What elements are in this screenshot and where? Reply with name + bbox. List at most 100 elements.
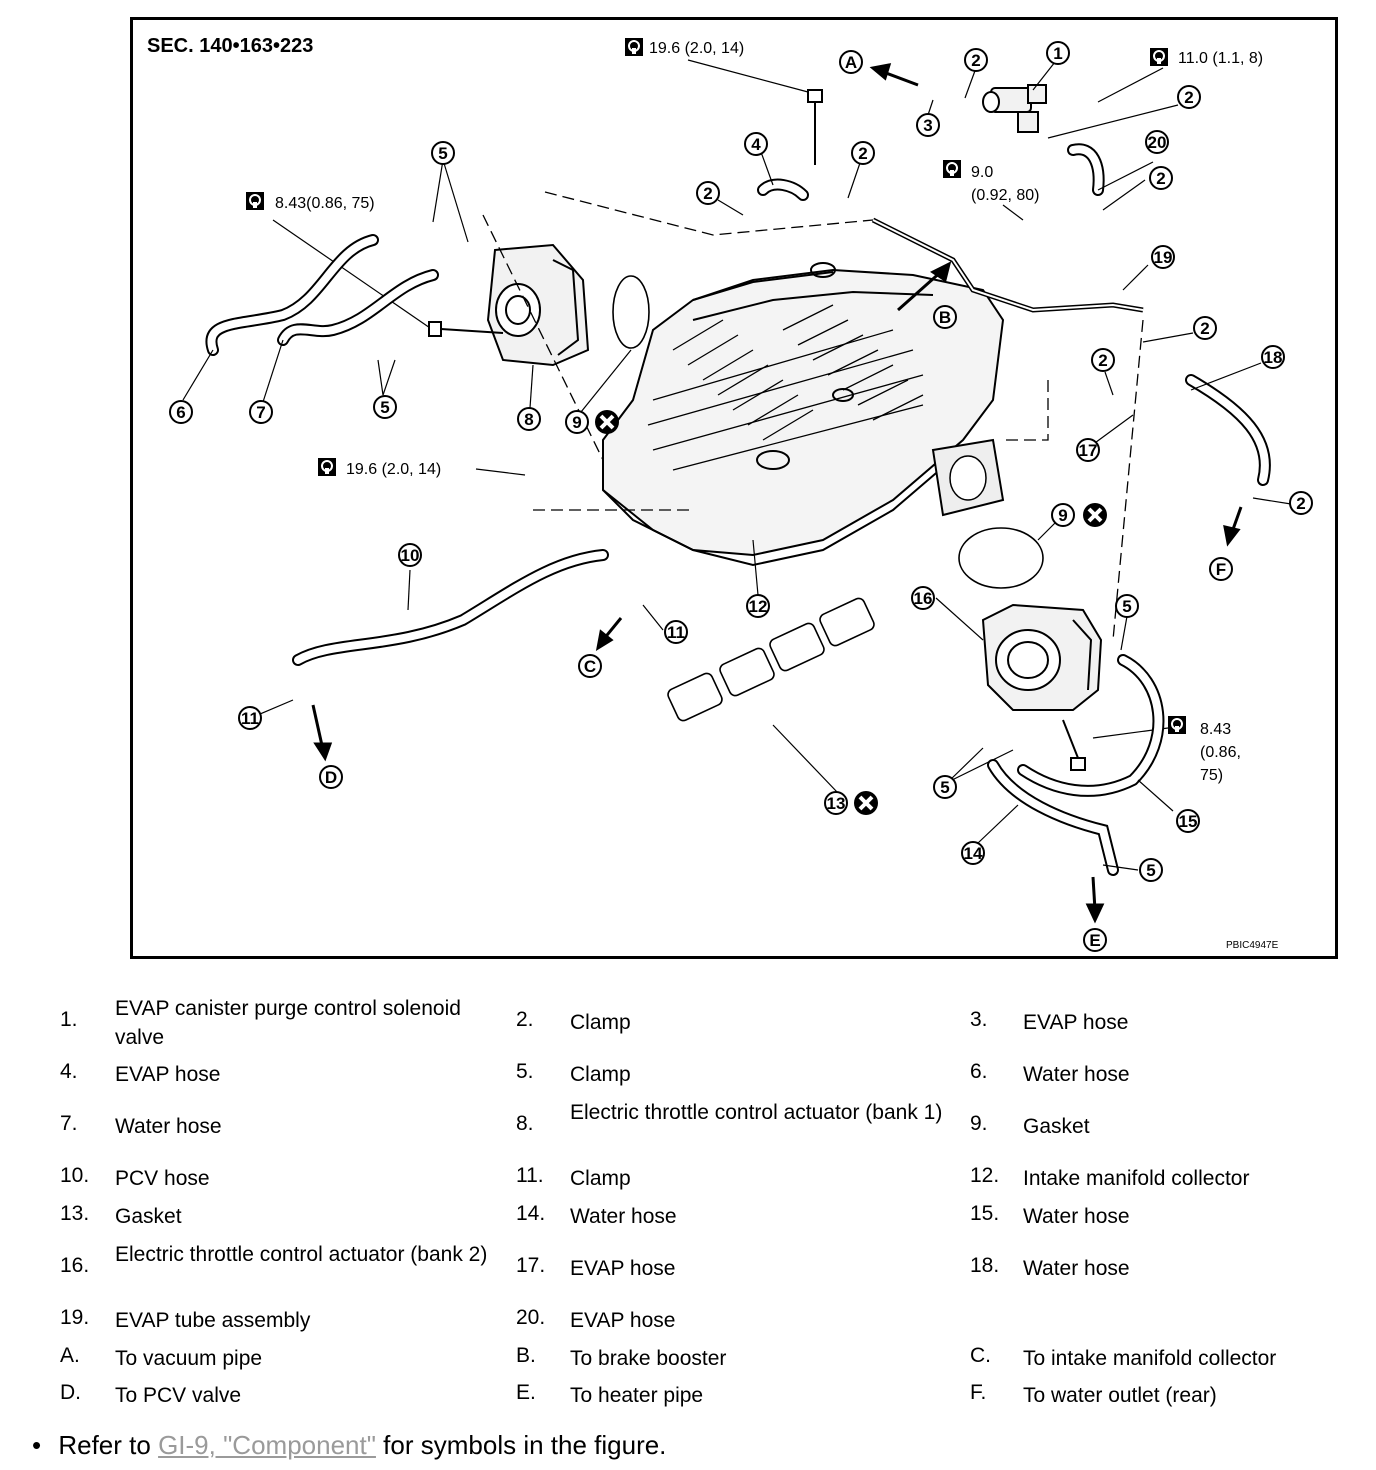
svg-text:11.0 (1.1, 8): 11.0 (1.1, 8) (1178, 50, 1263, 67)
direction-arrows (311, 63, 1243, 924)
svg-text:2: 2 (1296, 494, 1305, 513)
svg-text:10: 10 (401, 546, 420, 565)
svg-text:15: 15 (1179, 812, 1198, 831)
svg-text:2: 2 (971, 51, 980, 70)
intake-manifold-collector (602, 262, 1005, 567)
svg-text:2: 2 (703, 184, 712, 203)
callout-2f: 2 (1193, 316, 1217, 340)
svg-text:19: 19 (1154, 248, 1173, 267)
letter-A: A (839, 50, 863, 74)
callout-5d: 5 (933, 775, 957, 799)
letter-D: D (319, 765, 343, 789)
figure-code: PBIC4947E (1226, 940, 1279, 951)
callout-14: 14 (961, 841, 985, 865)
torque-icon (1149, 47, 1169, 67)
callout-2: 2 (964, 48, 988, 72)
callout-2g: 2 (1091, 348, 1115, 372)
torque-spec-right: 8.43 (0.86, 75) (1092, 715, 1241, 784)
callout-9b: 9 (1051, 503, 1075, 527)
letter-E: E (1083, 928, 1107, 952)
svg-text:12: 12 (749, 597, 768, 616)
callout-4: 4 (744, 132, 768, 156)
callout-6: 6 (169, 400, 193, 424)
letter-F: F (1209, 557, 1233, 581)
callout-11b: 11 (238, 706, 262, 730)
callout-18: 18 (1261, 345, 1285, 369)
note-prefix: Refer to (58, 1430, 159, 1460)
callout-5c: 5 (1115, 594, 1139, 618)
callout-17: 17 (1076, 438, 1100, 462)
svg-text:2: 2 (1184, 88, 1193, 107)
callout-2d: 2 (851, 141, 875, 165)
no-reuse-icon (852, 789, 880, 817)
svg-text:4: 4 (751, 135, 761, 154)
svg-text:9.0: 9.0 (971, 164, 993, 181)
svg-text:11: 11 (667, 623, 685, 642)
svg-text:13: 13 (827, 794, 846, 813)
svg-text:(0.86,: (0.86, (1200, 744, 1241, 761)
callout-1: 1 (1046, 41, 1070, 65)
svg-text:8: 8 (524, 410, 533, 429)
svg-text:2: 2 (1098, 351, 1107, 370)
svg-text:75): 75) (1200, 767, 1223, 784)
svg-text:E: E (1089, 931, 1100, 950)
svg-text:19.6 (2.0, 14): 19.6 (2.0, 14) (346, 461, 441, 478)
svg-text:18: 18 (1264, 348, 1283, 367)
callout-7: 7 (249, 400, 273, 424)
gasket-right (958, 527, 1044, 589)
torque-icon (317, 457, 337, 477)
svg-text:7: 7 (256, 403, 265, 422)
svg-text:8.43(0.86, 75): 8.43(0.86, 75) (275, 195, 375, 212)
torque-icon (1167, 715, 1187, 735)
svg-text:20: 20 (1148, 133, 1167, 152)
callout-16: 16 (911, 586, 935, 610)
svg-text:17: 17 (1079, 441, 1098, 460)
callout-19: 19 (1151, 245, 1175, 269)
torque-icon (624, 37, 644, 57)
svg-text:5: 5 (380, 398, 389, 417)
svg-text:16: 16 (914, 589, 933, 608)
svg-text:F: F (1216, 560, 1226, 579)
callout-5e: 5 (1139, 858, 1163, 882)
purge-solenoid (982, 84, 1047, 133)
callouts: 1 2 3 2 20 2 4 2 2 19 2 2 18 17 2 5 6 7 … (169, 41, 1313, 882)
letter-B: B (933, 305, 957, 329)
callout-15: 15 (1176, 809, 1200, 833)
no-reuse-icon (593, 408, 621, 436)
component-link[interactable]: GI-9, "Component" (158, 1430, 376, 1460)
callout-13: 13 (824, 791, 848, 815)
callout-12: 12 (746, 594, 770, 618)
callout-9: 9 (565, 410, 589, 434)
gasket-left (612, 275, 650, 349)
torque-icon (942, 159, 962, 179)
svg-text:D: D (325, 768, 337, 787)
svg-text:A: A (845, 53, 857, 72)
callout-11: 11 (664, 620, 688, 644)
legend-row: 1. EVAP canister purge control solenoid … (60, 997, 1129, 1049)
svg-text:2: 2 (858, 144, 867, 163)
svg-text:C: C (584, 657, 596, 676)
callout-2h: 2 (1289, 491, 1313, 515)
svg-text:5: 5 (438, 144, 447, 163)
callout-2c: 2 (1149, 166, 1173, 190)
callout-2b: 2 (1177, 85, 1201, 109)
svg-text:6: 6 (176, 403, 185, 422)
torque-spec-mid: 9.0 (0.92, 80) (942, 159, 1039, 221)
svg-text:1: 1 (1053, 44, 1062, 63)
svg-text:(0.92, 80): (0.92, 80) (971, 187, 1039, 204)
callout-3: 3 (916, 113, 940, 137)
torque-spec-left: 8.43(0.86, 75) (245, 191, 434, 331)
torque-spec-top: 19.6 (2.0, 14) (624, 37, 809, 93)
note-suffix: for symbols in the figure. (375, 1430, 667, 1460)
svg-text:5: 5 (940, 778, 949, 797)
svg-text:8.43: 8.43 (1200, 721, 1231, 738)
callout-2e: 2 (696, 181, 720, 205)
symbols-note: • Refer to GI-9, "Component" for symbols… (32, 1430, 666, 1461)
exploded-diagram: SEC. 140•163•223 PBIC4947E 19.6 (2.0, 14… (130, 17, 1338, 959)
letter-callouts: A B C D E F (319, 50, 1233, 952)
svg-text:2: 2 (1200, 319, 1209, 338)
gasket-13 (667, 597, 875, 722)
svg-text:3: 3 (923, 116, 932, 135)
svg-text:5: 5 (1122, 597, 1131, 616)
svg-text:2: 2 (1156, 169, 1165, 188)
